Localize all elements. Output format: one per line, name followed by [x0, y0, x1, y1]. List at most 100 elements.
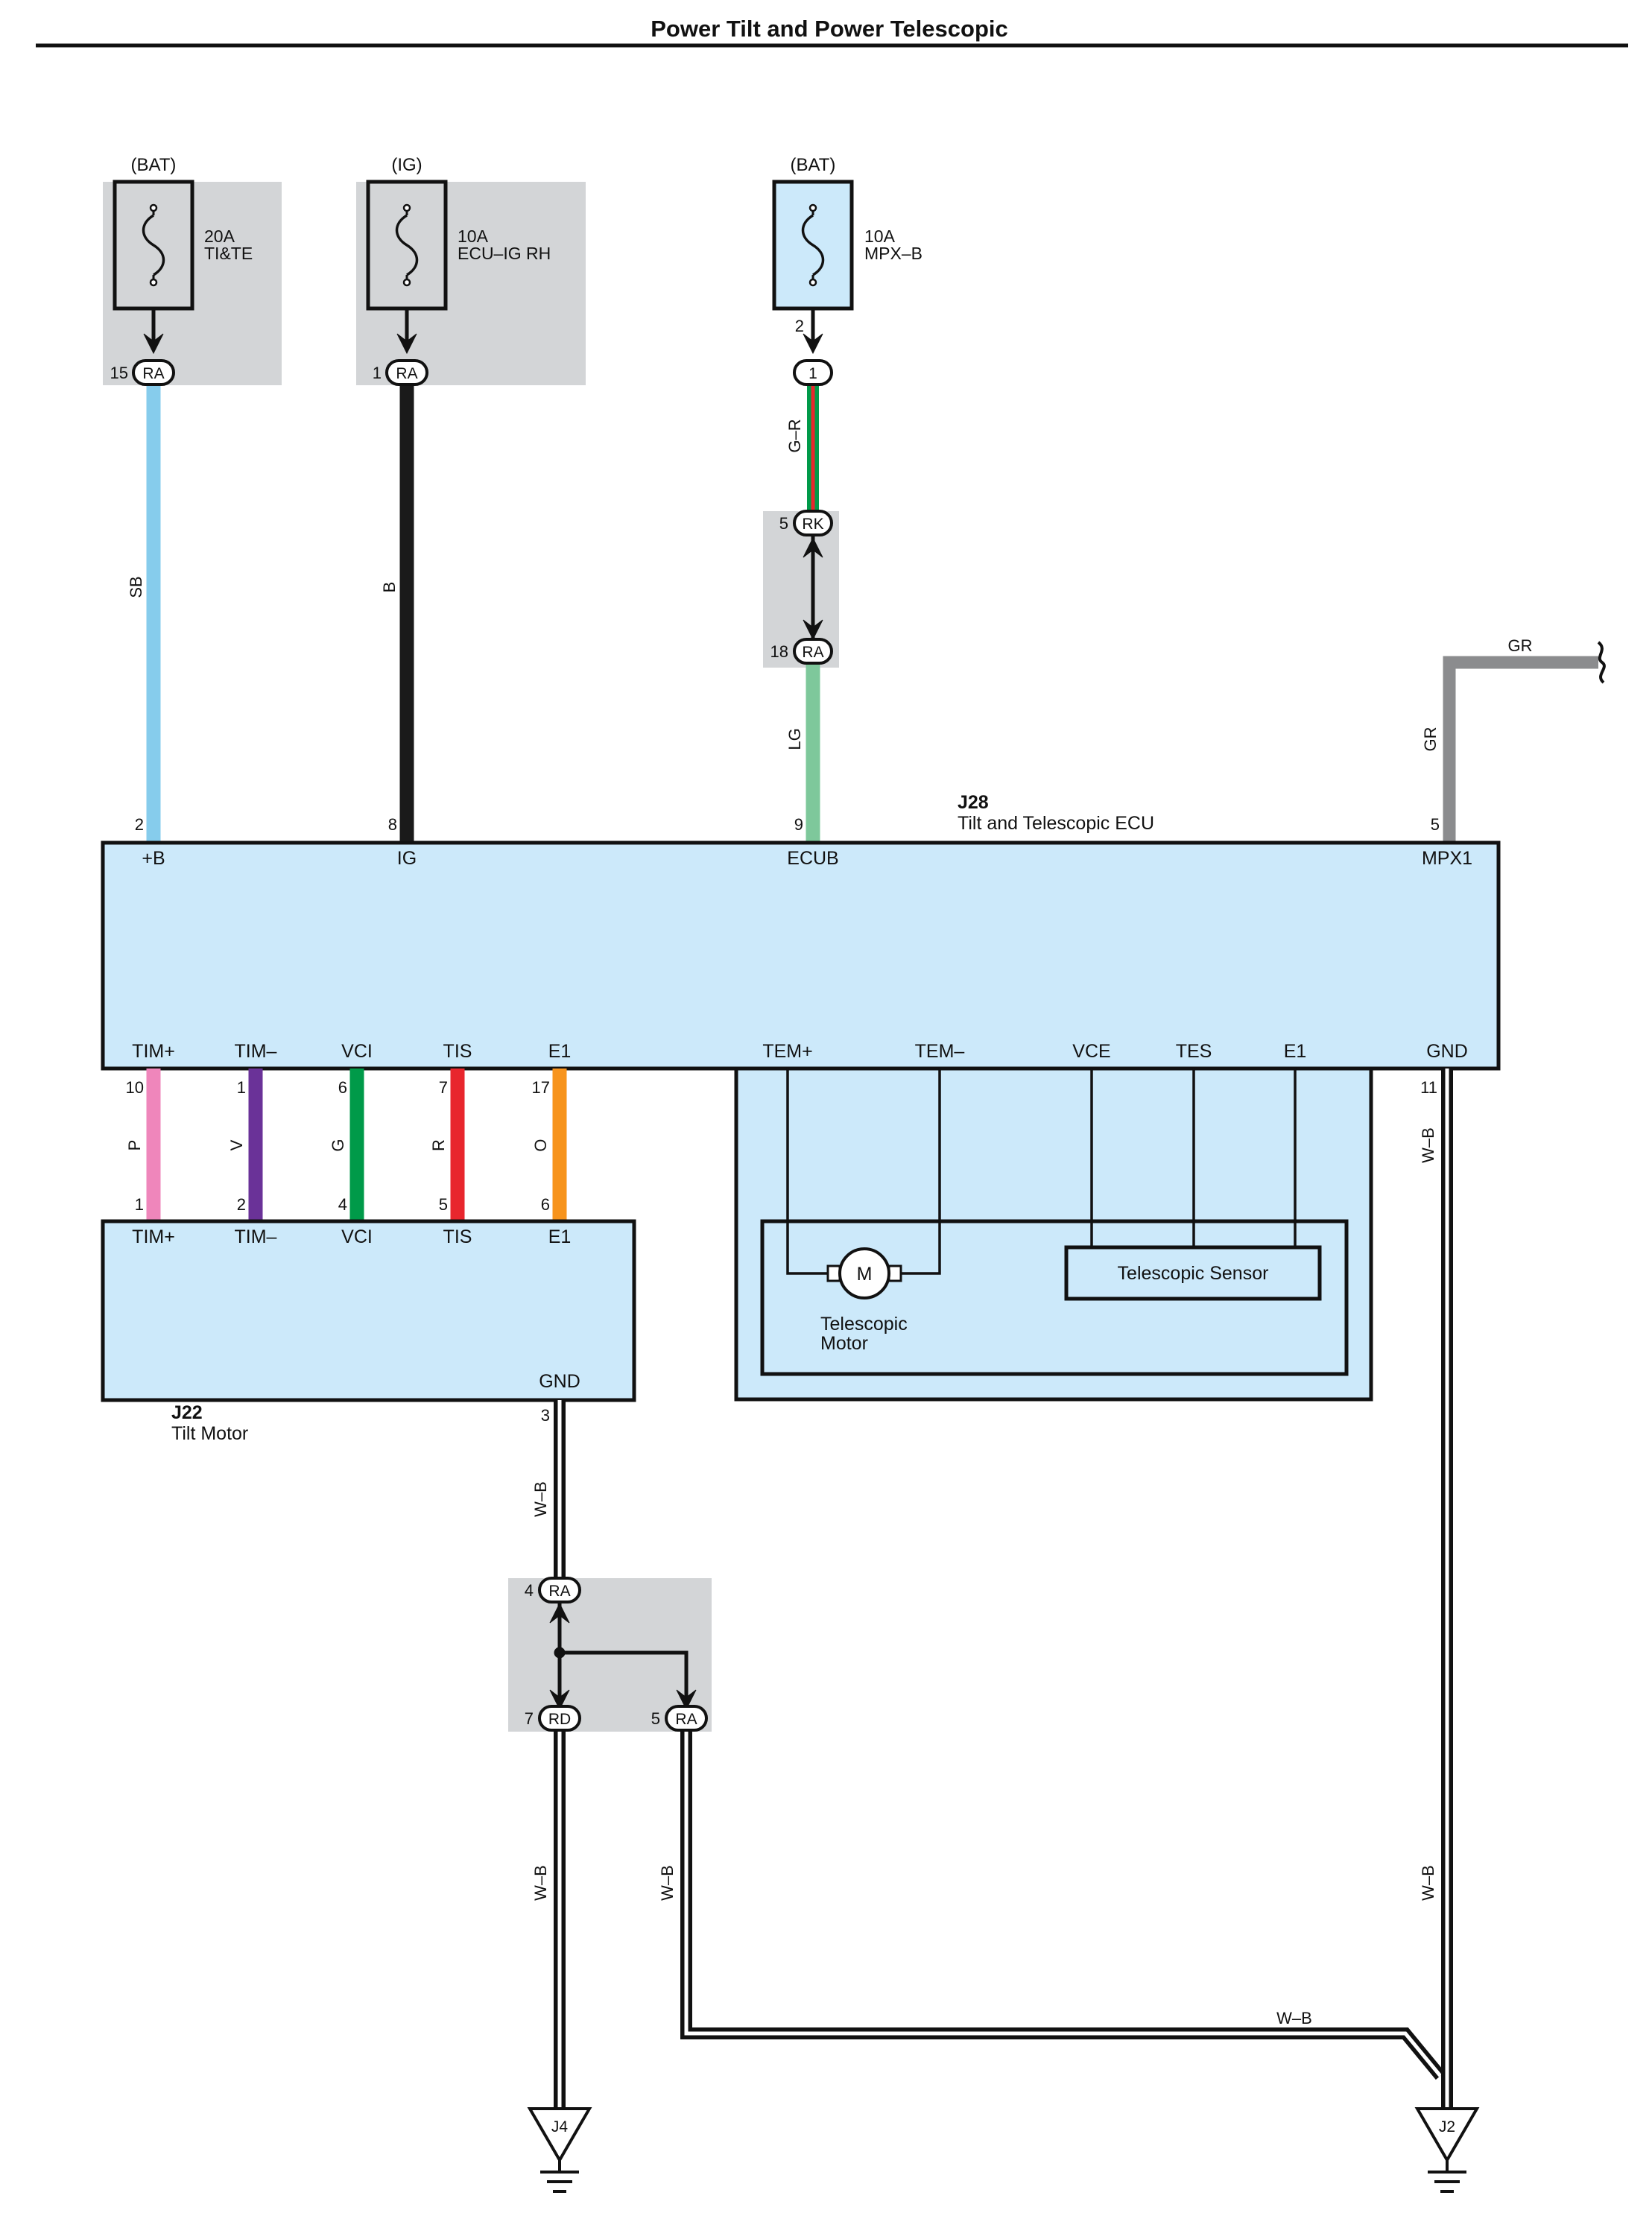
fuse2-name: ECU–IG RH — [458, 244, 551, 263]
fuse2-source: (IG) — [391, 155, 422, 175]
fuse3-amp: 10A — [864, 227, 896, 246]
wire-label-wb-right-top: W–B — [1419, 1127, 1437, 1163]
fuse1-source: (BAT) — [131, 155, 177, 175]
ecu-label-tes: TES — [1176, 1041, 1212, 1062]
connector-rd-7: RD — [538, 1705, 581, 1732]
connector-rk-5: RK — [793, 510, 833, 536]
telescopic-sensor-label: Telescopic Sensor — [1118, 1263, 1269, 1284]
svg-text:RA: RA — [802, 644, 823, 661]
tilt-motor-code: J22 — [171, 1402, 203, 1423]
fuse3-name: MPX–B — [864, 244, 922, 263]
tilt-pin-5: 5 — [439, 1195, 448, 1214]
ecu-pin-2: 2 — [135, 815, 144, 834]
ecu-pin-5: 5 — [1431, 815, 1440, 834]
ecu-label-ecub: ECUB — [787, 848, 838, 869]
diagram-title: Power Tilt and Power Telescopic — [651, 16, 1008, 42]
ecu-label-tim-plus: TIM+ — [132, 1041, 175, 1062]
tilt-pin-1: 1 — [135, 1195, 144, 1214]
connector-ra-5: RA — [665, 1705, 708, 1732]
tilt-label-vci: VCI — [341, 1226, 373, 1247]
wire-label-wb-ra5: W–B — [658, 1865, 677, 1901]
wire-label-b: B — [380, 582, 399, 593]
ecu-pin-8: 8 — [388, 815, 397, 834]
fuse-arrows — [143, 308, 823, 355]
wire-label-wb-right-bottom: W–B — [1419, 1865, 1437, 1901]
wire-wb-ra5-j2 — [680, 1730, 1446, 2080]
ecu-pin-9: 9 — [794, 815, 803, 834]
svg-text:J2: J2 — [1439, 2118, 1455, 2136]
tilt-label-e1: E1 — [548, 1226, 572, 1247]
ecu-pin-10: 10 — [126, 1078, 144, 1097]
svg-text:RA: RA — [142, 365, 164, 382]
svg-text:RA: RA — [396, 365, 417, 382]
tilt-pin-6: 6 — [541, 1195, 550, 1214]
tilt-label-tim-plus: TIM+ — [132, 1226, 175, 1247]
wire-break-mark — [1597, 641, 1606, 684]
pin-7-rd: 7 — [525, 1709, 534, 1728]
ecu-label-tim-minus: TIM– — [235, 1041, 277, 1062]
wire-label-wb-rd: W–B — [531, 1865, 550, 1901]
pin-15: 15 — [110, 364, 128, 382]
ground-j4: J4 — [527, 2107, 592, 2193]
ecu-label-plus-b: +B — [142, 848, 165, 869]
telescopic-internal-wires — [786, 1068, 1297, 1275]
wire-label-g-r: G–R — [785, 419, 804, 452]
wire-label-p: P — [125, 1140, 144, 1151]
tilt-motor-name: Tilt Motor — [171, 1423, 248, 1444]
ground-j2: J2 — [1414, 2107, 1480, 2193]
telescopic-motor-label-2: Motor — [820, 1333, 868, 1354]
svg-text:RA: RA — [548, 1583, 570, 1600]
ecu-label-ig: IG — [397, 848, 417, 869]
svg-text:RK: RK — [802, 516, 823, 533]
svg-text:RD: RD — [548, 1711, 571, 1728]
ecu-telescopic-subunit — [734, 1064, 1373, 1402]
ecu-label-tem-plus: TEM+ — [762, 1041, 812, 1062]
ground-junction-links — [549, 1602, 697, 1711]
ecu-label-mpx1: MPX1 — [1422, 848, 1472, 869]
svg-text:1: 1 — [808, 365, 817, 382]
fuse2-amp: 10A — [458, 227, 489, 246]
ecu-pin-17: 17 — [532, 1078, 550, 1097]
pin-4-ra: 4 — [525, 1581, 534, 1600]
pin-5-rk: 5 — [779, 514, 788, 533]
fuse3-source: (BAT) — [791, 155, 836, 175]
connector-ra-15: RA — [132, 359, 175, 386]
tilt-gnd-pin-3: 3 — [541, 1406, 550, 1425]
telescopic-sensor-box — [1064, 1245, 1322, 1301]
tilt-pin-2: 2 — [237, 1195, 246, 1214]
ecu-pin-11: 11 — [1420, 1078, 1437, 1097]
wire-label-sb: SB — [127, 576, 145, 598]
fuse-mpx-b — [772, 180, 854, 311]
tilt-motor-box — [101, 1219, 636, 1402]
telescopic-motor-label-1: Telescopic — [820, 1314, 908, 1335]
ecu-label-vce: VCE — [1072, 1041, 1110, 1062]
ecu-label-vci: VCI — [341, 1041, 373, 1062]
ecu-pin-1: 1 — [237, 1078, 246, 1097]
telescopic-motor: M — [826, 1247, 902, 1299]
tilt-label-tis: TIS — [443, 1226, 472, 1247]
fuse1-name: TI&TE — [204, 244, 253, 263]
junction-rk-ra-link — [803, 535, 823, 641]
telescopic-inner-box — [760, 1219, 1349, 1376]
ecu-label-tis: TIS — [443, 1041, 472, 1062]
svg-text:M: M — [857, 1264, 873, 1285]
pin-2-mpxb: 2 — [795, 317, 804, 335]
ecu-name: Tilt and Telescopic ECU — [958, 813, 1154, 834]
wire-label-o: O — [531, 1139, 550, 1151]
connector-mpx-b-1: 1 — [793, 359, 833, 386]
wire-label-gr-vert: GR — [1421, 727, 1440, 752]
wire-label-gr-horiz: GR — [1508, 636, 1533, 655]
svg-text:J4: J4 — [551, 2118, 569, 2136]
pin-1-ig: 1 — [373, 364, 382, 382]
wire-label-g: G — [329, 1139, 347, 1151]
connector-ra-1: RA — [385, 359, 428, 386]
wire-label-r: R — [429, 1139, 448, 1151]
wire-label-v: V — [227, 1139, 246, 1150]
tilt-label-tim-minus: TIM– — [235, 1226, 277, 1247]
ecu-label-gnd: GND — [1426, 1041, 1468, 1062]
ecu-pin-6: 6 — [338, 1078, 347, 1097]
ecu-label-e1: E1 — [548, 1041, 572, 1062]
ecu-box — [101, 840, 1501, 1071]
wire-gr — [1443, 656, 1598, 843]
